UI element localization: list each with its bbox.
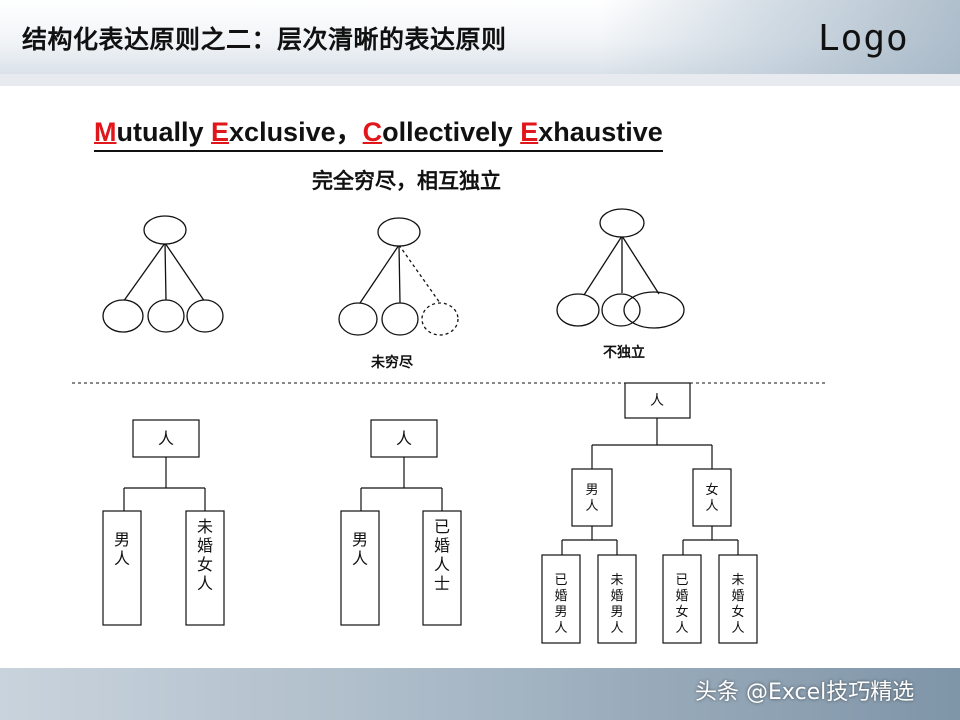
example-not-exhaustive [338, 217, 459, 336]
footer-band [0, 668, 960, 720]
node-box [597, 554, 637, 644]
node-box [718, 554, 758, 644]
header-divider [0, 74, 960, 86]
child-circle [147, 299, 185, 333]
connector [164, 242, 206, 303]
node-box [692, 468, 732, 527]
tree3-mid-label: 女人 [705, 482, 718, 514]
parent-circle [143, 215, 187, 245]
mece-word-e1: xclusive， [229, 117, 363, 147]
child-circle [556, 293, 600, 327]
tree3-leaf-label: 已婚男人 [554, 573, 567, 636]
tree-2 [340, 419, 462, 626]
tree2-child-label: 男人 [352, 530, 368, 568]
tree1-child-label: 男人 [114, 530, 130, 568]
not-exhaustive-label: 未穷尽 [371, 354, 414, 371]
mece-heading: Mutually Exclusive，Collectively Exhausti… [94, 110, 663, 152]
footer-white-area [0, 586, 960, 668]
mece-word-c: ollectively [382, 117, 521, 147]
connector-missing [398, 244, 441, 304]
connector [621, 235, 660, 295]
tree3-mid-label: 男人 [585, 483, 598, 514]
connector [583, 235, 623, 296]
example-mece [102, 215, 224, 333]
node-box [102, 510, 142, 626]
logo: Logo [818, 18, 909, 59]
example-not-independent [556, 208, 685, 329]
mece-word-m: utually [116, 117, 212, 147]
tree2-child-label: 已婚人士 [434, 517, 450, 593]
mece-letter-e2: E [520, 117, 539, 147]
node-box [340, 510, 380, 626]
overlapping-child-circle [623, 291, 685, 329]
header-photo-strip [600, 0, 960, 76]
child-circle [601, 293, 641, 327]
page-title: 结构化表达原则之二：层次清晰的表达原则 [22, 25, 507, 54]
tree1-child-label: 未婚女人 [197, 517, 213, 593]
connector [122, 242, 166, 303]
parent-circle [599, 208, 645, 238]
not-independent-label: 不独立 [603, 344, 645, 361]
mece-word-e2: xhaustive [538, 117, 663, 147]
tree3-root-label: 人 [650, 393, 664, 409]
node-box [132, 419, 200, 458]
node-box [185, 510, 225, 626]
mece-letter-c: C [362, 117, 383, 147]
child-circle [102, 299, 144, 333]
mece-letter-e1: E [211, 117, 230, 147]
tree2-root-label: 人 [396, 429, 412, 448]
mece-subtitle: 完全穷尽，相互独立 [312, 169, 501, 193]
node-box [422, 510, 462, 626]
tree3-leaf-label: 未婚女人 [731, 573, 744, 636]
connector [398, 244, 401, 304]
child-circle [381, 302, 419, 336]
child-circle [186, 299, 224, 333]
tree1-root-label: 人 [158, 429, 174, 448]
connector [359, 244, 400, 304]
mece-letter-m: M [94, 117, 117, 147]
node-box [541, 554, 581, 644]
node-box [662, 554, 702, 644]
node-box [624, 382, 691, 419]
node-box [370, 419, 438, 458]
watermark: 头条 @Excel技巧精选 [695, 680, 915, 705]
parent-circle [377, 217, 421, 247]
connector [164, 242, 167, 301]
tree-1 [102, 419, 225, 626]
tree3-leaf-label: 已婚女人 [675, 573, 688, 636]
child-circle [338, 302, 378, 336]
missing-child-circle [421, 302, 459, 336]
tree3-leaf-label: 未婚男人 [610, 573, 623, 636]
node-box [571, 468, 613, 527]
tree-3 [541, 382, 758, 644]
